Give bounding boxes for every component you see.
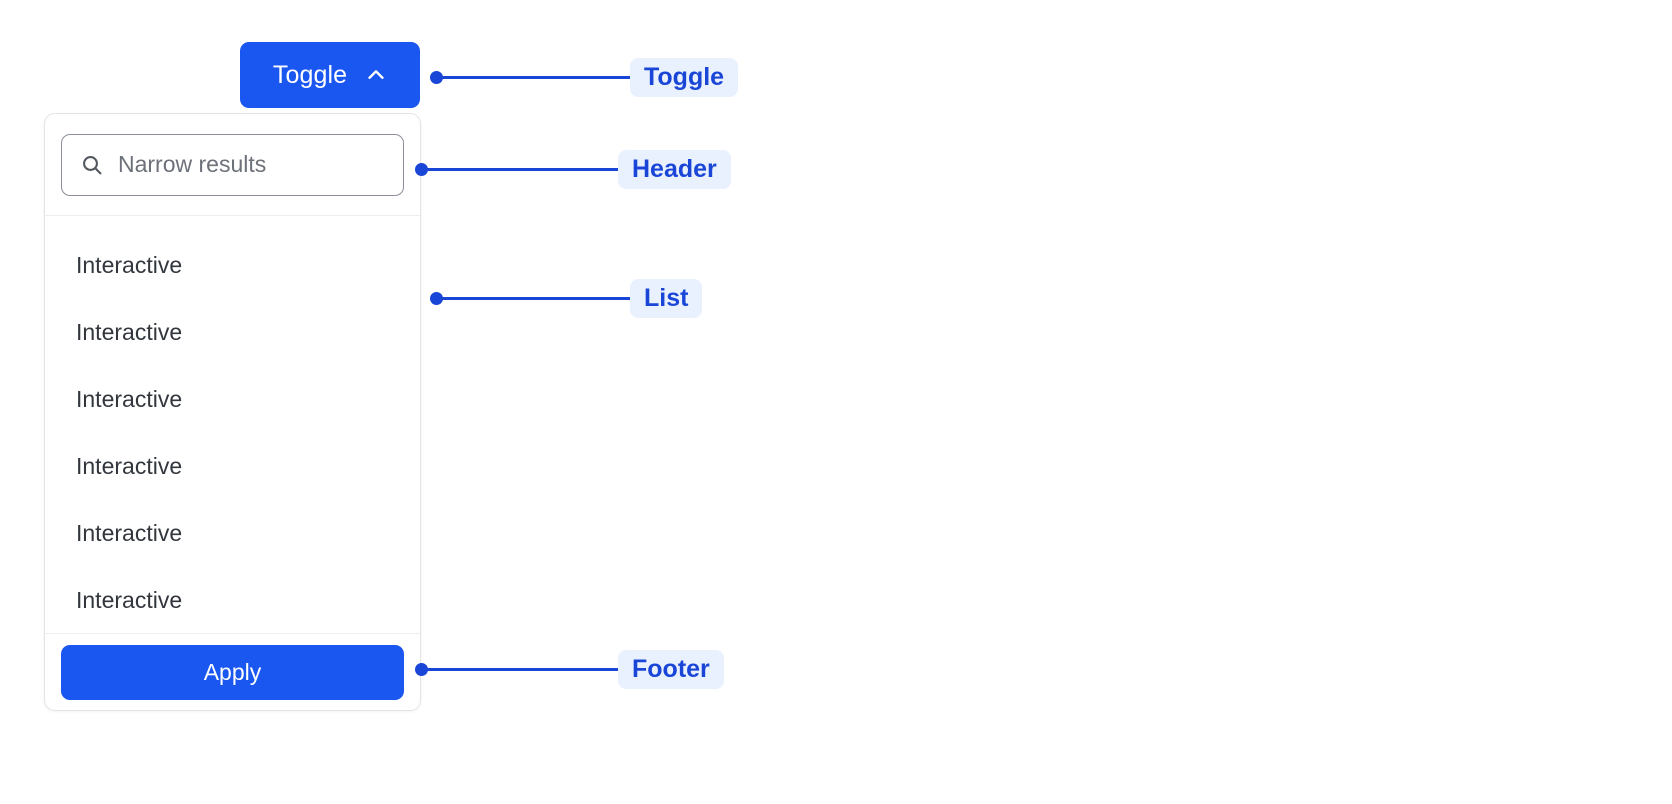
dropdown-list: Interactive Interactive Interactive Inte… [45, 216, 420, 633]
dropdown-header [45, 114, 420, 216]
annotation-dot [430, 292, 443, 305]
annotation-dot [430, 71, 443, 84]
annotation-badge-header[interactable]: Header [618, 150, 731, 189]
search-icon [80, 153, 104, 177]
search-input[interactable] [118, 134, 403, 195]
list-item[interactable]: Interactive [45, 232, 420, 299]
annotation-leader-line [436, 297, 630, 300]
annotation-badge-footer[interactable]: Footer [618, 650, 724, 689]
list-item-label: Interactive [76, 319, 183, 345]
annotation-badge-toggle[interactable]: Toggle [630, 58, 739, 97]
list-item-label: Interactive [76, 587, 183, 613]
list-item[interactable]: Interactive [45, 299, 420, 366]
list-item[interactable]: Interactive [45, 366, 420, 433]
dropdown-panel: Interactive Interactive Interactive Inte… [44, 113, 421, 711]
list-item-label: Interactive [76, 520, 183, 546]
list-item-label: Interactive [76, 453, 183, 479]
dropdown-footer: Apply [45, 633, 420, 710]
toggle-button-label: Toggle [272, 60, 348, 89]
chevron-up-icon [365, 64, 387, 86]
list-item-label: Interactive [76, 386, 183, 412]
annotation-badge-list[interactable]: List [630, 279, 703, 318]
annotation-leader-line [421, 168, 618, 171]
search-field[interactable] [61, 133, 404, 196]
list-item[interactable]: Interactive [45, 433, 420, 500]
list-item[interactable]: Interactive [45, 500, 420, 567]
list-item-label: Interactive [76, 252, 183, 278]
annotation-leader-line [421, 668, 618, 671]
annotation-leader-line [436, 76, 630, 79]
apply-button[interactable]: Apply [61, 645, 404, 700]
toggle-button[interactable]: Toggle [240, 42, 420, 108]
list-item[interactable]: Interactive [45, 567, 420, 633]
